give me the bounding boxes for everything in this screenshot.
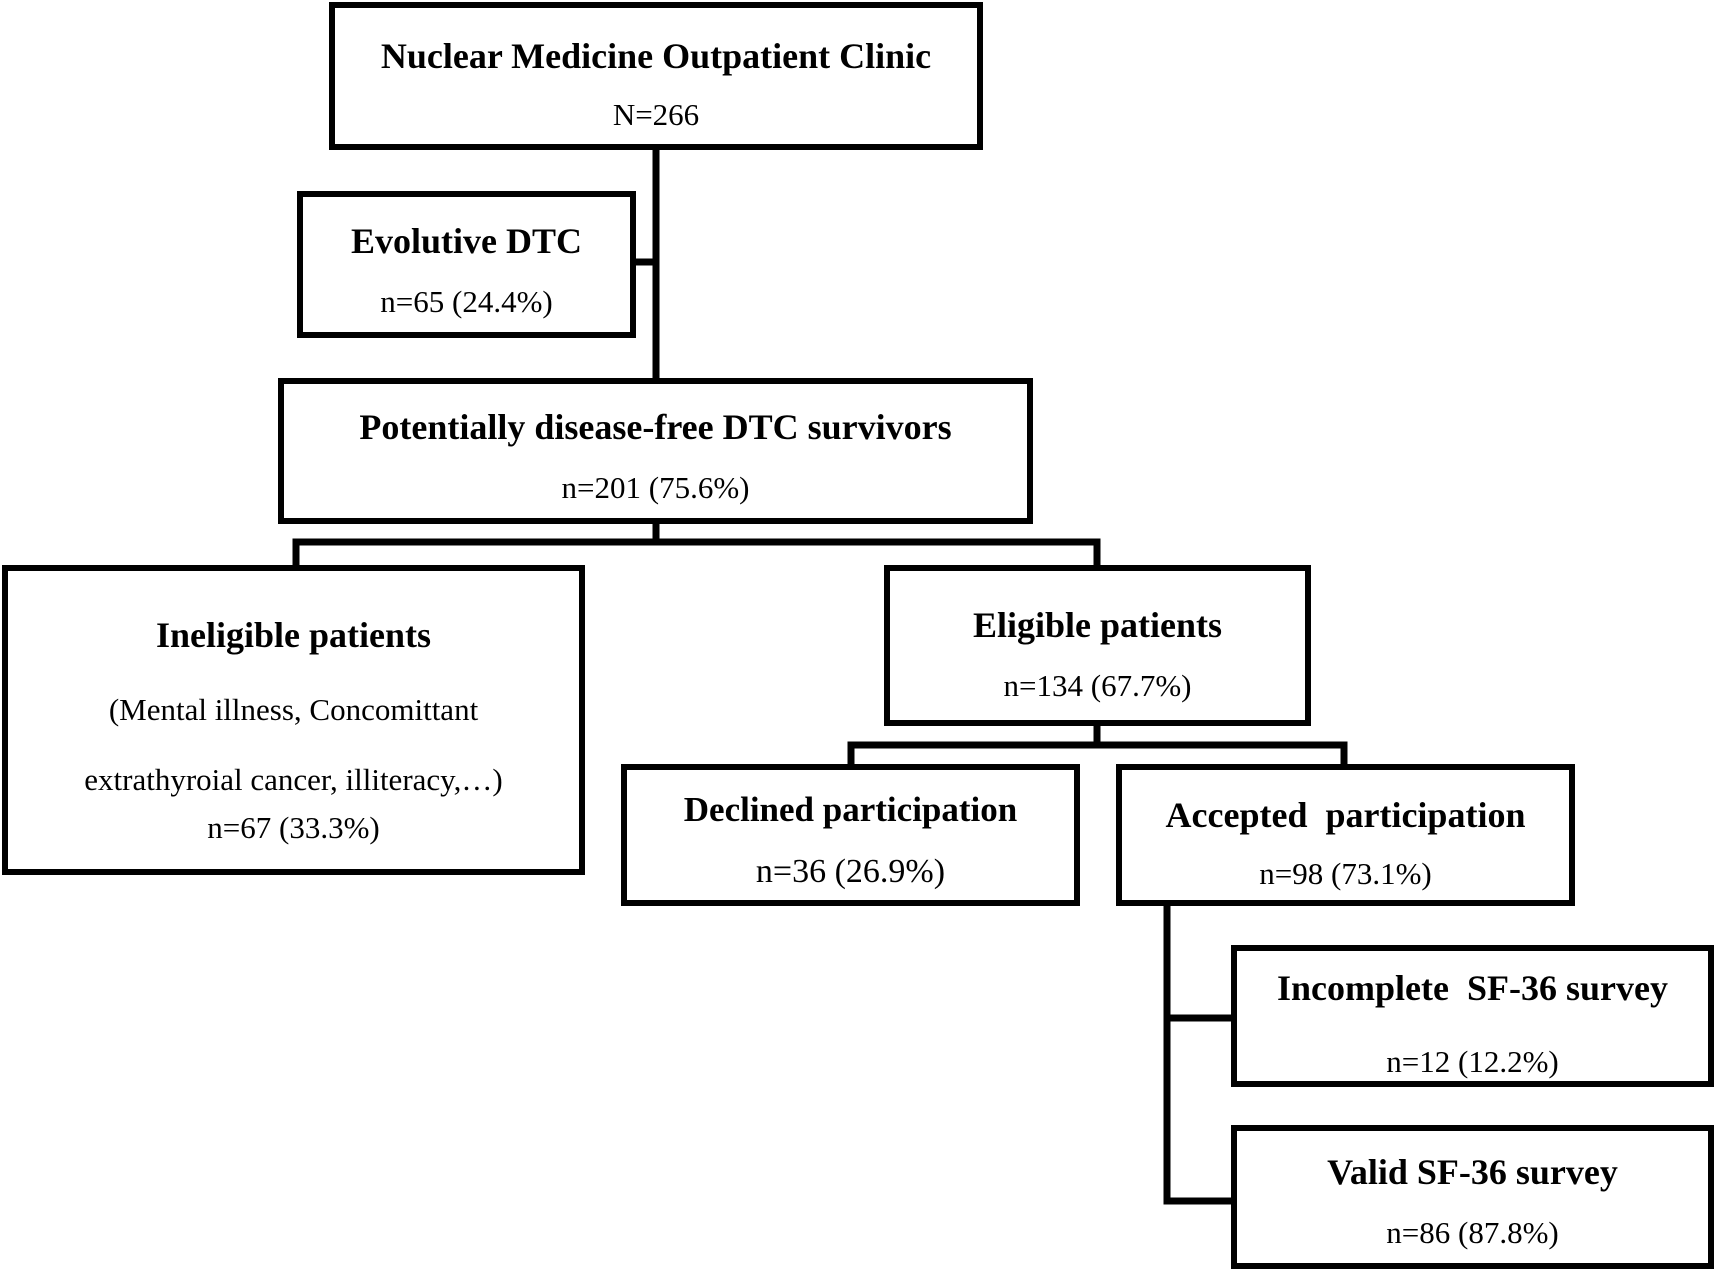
node-valid-count: n=86 (87.8%) bbox=[1386, 1215, 1559, 1250]
node-accepted-count: n=98 (73.1%) bbox=[1259, 856, 1432, 891]
node-evolutive-count: n=65 (24.4%) bbox=[380, 284, 553, 319]
node-incomplete-count: n=12 (12.2%) bbox=[1386, 1044, 1559, 1079]
node-potential-title: Potentially disease-free DTC survivors bbox=[359, 407, 952, 447]
node-declined-participation: Declined participation n=36 (26.9%) bbox=[621, 764, 1080, 906]
node-ineligible-details: (Mental illness, Concomittant extrathyro… bbox=[84, 692, 503, 797]
node-accepted-title: Accepted participation bbox=[1165, 795, 1526, 835]
node-declined-count: n=36 (26.9%) bbox=[755, 853, 946, 890]
node-valid-title: Valid SF-36 survey bbox=[1327, 1152, 1618, 1192]
node-ineligible-count: n=67 (33.3%) bbox=[207, 810, 380, 845]
node-ineligible-patients: Ineligible patients (Mental illness, Con… bbox=[2, 565, 585, 875]
node-declined-title: Declined participation bbox=[683, 790, 1018, 829]
node-incomplete-sf36-survey: Incomplete SF-36 survey n=12 (12.2%) bbox=[1231, 945, 1714, 1087]
node-clinic: Nuclear Medicine Outpatient Clinic N=266 bbox=[329, 2, 983, 150]
node-eligible-patients: Eligible patients n=134 (67.7%) bbox=[884, 565, 1311, 726]
node-incomplete-title: Incomplete SF-36 survey bbox=[1277, 968, 1668, 1008]
node-clinic-count: N=266 bbox=[612, 97, 700, 132]
node-potentially-disease-free: Potentially disease-free DTC survivors n… bbox=[278, 378, 1033, 524]
node-ineligible-title: Ineligible patients bbox=[155, 615, 432, 655]
node-eligible-title: Eligible patients bbox=[972, 605, 1223, 645]
node-valid-sf36-survey: Valid SF-36 survey n=86 (87.8%) bbox=[1231, 1125, 1714, 1269]
node-evolutive-title: Evolutive DTC bbox=[350, 221, 582, 261]
node-eligible-count: n=134 (67.7%) bbox=[1003, 668, 1192, 703]
node-evolutive-dtc: Evolutive DTC n=65 (24.4%) bbox=[297, 191, 636, 338]
node-potential-count: n=201 (75.6%) bbox=[561, 470, 750, 505]
node-clinic-title: Nuclear Medicine Outpatient Clinic bbox=[380, 36, 932, 76]
node-accepted-participation: Accepted participation n=98 (73.1%) bbox=[1116, 764, 1575, 906]
